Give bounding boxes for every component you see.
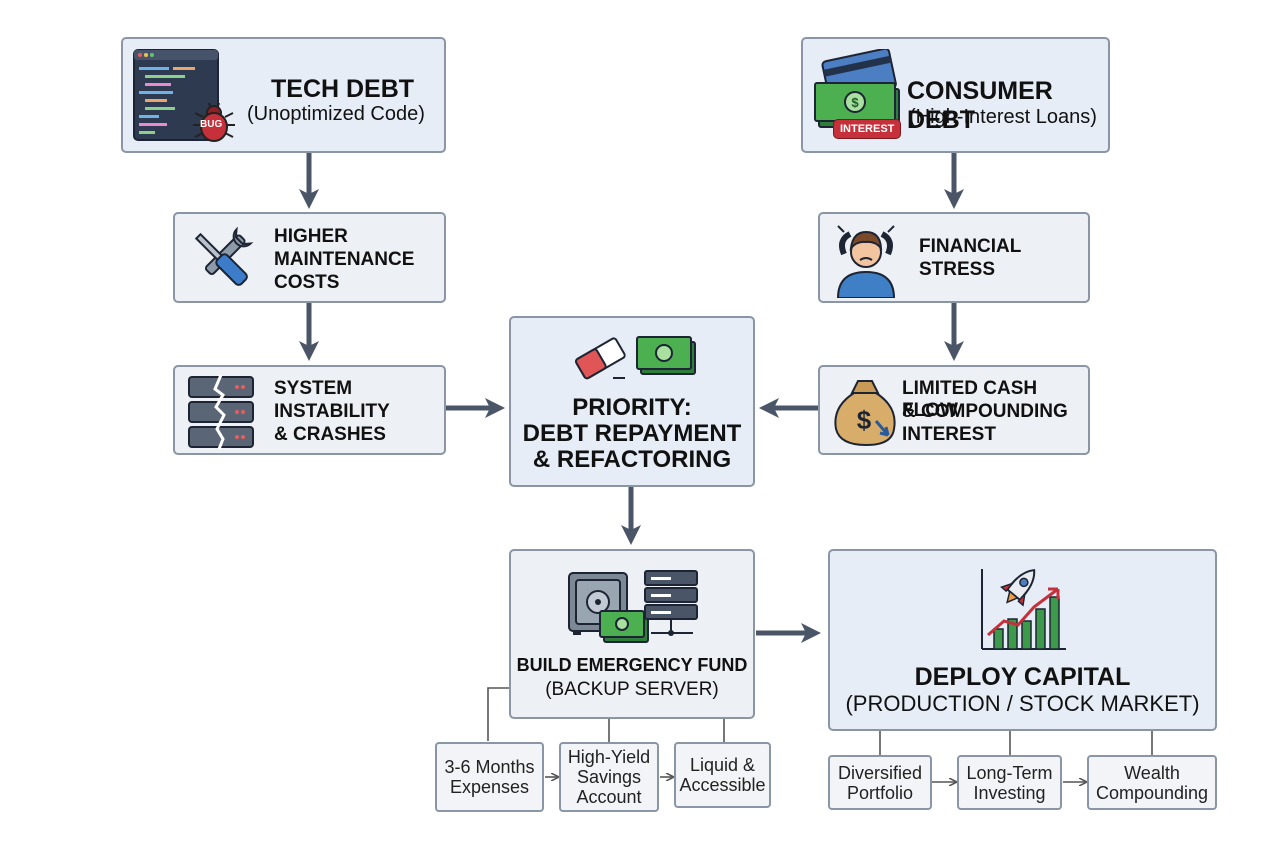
instability-line3: & CRASHES [274, 424, 386, 445]
consumer-debt-title: CONSUMER DEBT [907, 77, 1053, 134]
emergency-title: BUILD EMERGENCY FUND [516, 655, 748, 675]
money-bag-icon: $ [834, 380, 896, 447]
eraser-icon [575, 337, 626, 380]
emergency-item-savings-line2: Savings [576, 767, 642, 787]
maintenance-line3: COSTS [274, 272, 340, 293]
priority-line1: PRIORITY: [572, 394, 692, 421]
emergency-item-savings-line3: Account [576, 787, 642, 807]
tech-debt-node: BUG TECH DEBT (Unoptimized Code) [121, 37, 446, 153]
stress-line1: FINANCIAL [919, 236, 1022, 257]
emergency-bracket [487, 687, 510, 741]
emergency-item-liquid-line1: Liquid & [689, 755, 756, 775]
emergency-subtitle: (BACKUP SERVER) [545, 679, 719, 700]
consumer-debt-subtitle: (High-Interest Loans) [909, 106, 1097, 128]
wrench-screwdriver-icon [194, 226, 254, 286]
cashflow-node: $ LIMITED CASH FLOW & COMPOUNDING INTERE… [818, 365, 1090, 455]
emergency-item-months-line2: Expenses [449, 777, 530, 797]
bug-icon [193, 102, 235, 142]
maintenance-line1: HIGHER [274, 226, 348, 247]
svg-text:$: $ [851, 95, 859, 110]
deploy-item-portfolio-line1: Diversified [837, 762, 923, 783]
svg-text:$: $ [857, 405, 872, 435]
cashflow-line3: INTEREST [902, 424, 996, 445]
priority-line3: & REFACTORING [532, 446, 732, 473]
emergency-node: BUILD EMERGENCY FUND (BACKUP SERVER) [509, 549, 755, 719]
stress-line2: STRESS [919, 259, 996, 280]
deploy-subtitle: (PRODUCTION / STOCK MARKET) [845, 691, 1200, 716]
instability-node: SYSTEM INSTABILITY & CRASHES [173, 365, 446, 455]
rocket-chart-icon [981, 569, 1066, 650]
instability-line1: SYSTEM [274, 378, 353, 399]
tech-debt-subtitle: (Unoptimized Code) [247, 103, 425, 125]
code-editor-icon [133, 49, 219, 141]
bug-badge: BUG [200, 119, 223, 130]
deploy-item-longterm-line1: Long-Term [966, 762, 1053, 783]
deploy-item-compounding-line1: Wealth [1124, 762, 1180, 783]
emergency-item-months-line1: 3-6 Months [444, 757, 535, 777]
emergency-item-liquid: Liquid &Accessible [674, 742, 771, 808]
server-rack-icon [644, 570, 698, 636]
maintenance-node: HIGHER MAINTENANCE COSTS [173, 212, 446, 303]
deploy-item-compounding-line2: Compounding [1095, 782, 1209, 803]
cashflow-line2: & COMPOUNDING [902, 401, 1068, 422]
priority-line2: DEBT REPAYMENT [522, 420, 742, 447]
interest-badge: INTEREST [833, 119, 902, 139]
instability-line2: INSTABILITY [274, 401, 390, 422]
deploy-title: DEPLOY CAPITAL [914, 663, 1131, 691]
deploy-item-longterm-line2: Investing [973, 782, 1046, 803]
emergency-item-savings-line1: High-Yield [567, 747, 651, 767]
stress-node: FINANCIAL STRESS [818, 212, 1090, 303]
broken-server-icon [188, 375, 254, 449]
cashflow-line1: LIMITED CASH FLOW [902, 378, 1038, 421]
tech-debt-title: TECH DEBT [271, 75, 415, 103]
consumer-debt-node: $ INTEREST CONSUMER DEBT (High-Interest … [801, 37, 1110, 153]
cash-icon: $ [814, 82, 900, 128]
priority-node: PRIORITY: DEBT REPAYMENT & REFACTORING [509, 316, 755, 487]
cash-icon [599, 610, 649, 643]
deploy-node: DEPLOY CAPITAL (PRODUCTION / STOCK MARKE… [828, 549, 1217, 731]
stressed-person-icon [836, 225, 896, 298]
deploy-item-portfolio-line2: Portfolio [846, 782, 914, 803]
cash-icon [636, 336, 696, 375]
emergency-item-liquid-line2: Accessible [679, 775, 766, 795]
maintenance-line2: MAINTENANCE [274, 249, 415, 270]
